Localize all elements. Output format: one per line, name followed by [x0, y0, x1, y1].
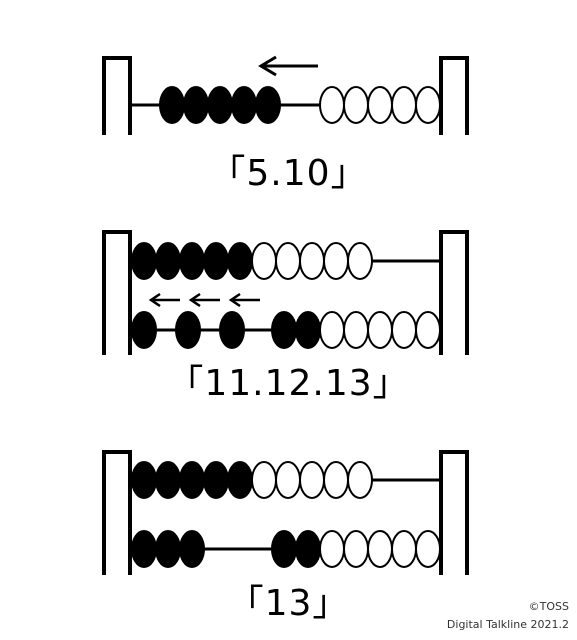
bead-dark [295, 311, 321, 349]
arrow-icon [228, 292, 260, 308]
bead-light [299, 461, 325, 499]
bead-dark [227, 242, 253, 280]
bead-dark [179, 461, 205, 499]
arrow-icon [188, 292, 220, 308]
copyright-text: ©TOSS [528, 600, 569, 613]
bead-dark [175, 311, 201, 349]
bead-dark [271, 311, 297, 349]
bead-light [415, 530, 441, 568]
bead-light [391, 86, 417, 124]
caption-panel-2: 「11.12.13」 [167, 363, 410, 404]
bead-light [299, 242, 325, 280]
abacus-panel-3 [102, 450, 469, 575]
bead-light [367, 530, 393, 568]
bead-dark [255, 86, 281, 124]
bead-dark [295, 530, 321, 568]
frame-left [102, 56, 132, 135]
bead-light [347, 461, 373, 499]
bead-light [275, 461, 301, 499]
frame-right [439, 56, 469, 135]
bead-dark [203, 461, 229, 499]
bead-dark [131, 311, 157, 349]
bead-dark [155, 242, 181, 280]
bead-dark [227, 461, 253, 499]
bead-light [343, 530, 369, 568]
bead-dark [179, 242, 205, 280]
bead-light [323, 242, 349, 280]
caption-panel-1: 「5.10」 [209, 153, 368, 194]
frame-left [102, 230, 132, 355]
bead-light [319, 86, 345, 124]
bead-dark [271, 530, 297, 568]
frame-right [439, 230, 469, 355]
bead-dark [155, 461, 181, 499]
bead-dark [203, 242, 229, 280]
bead-dark [131, 242, 157, 280]
bead-light [367, 311, 393, 349]
arrow-icon [258, 55, 318, 77]
bead-light [415, 86, 441, 124]
bead-light [343, 311, 369, 349]
bead-light [415, 311, 441, 349]
abacus-panel-2 [102, 230, 469, 355]
bead-light [391, 311, 417, 349]
abacus-panel-1 [102, 55, 469, 135]
bead-dark [159, 86, 185, 124]
bead-light [319, 311, 345, 349]
bead-dark [219, 311, 245, 349]
frame-left [102, 450, 132, 575]
bead-dark [231, 86, 257, 124]
source-text: Digital Talkline 2021.2 [446, 618, 569, 631]
bead-dark [131, 530, 157, 568]
bead-dark [207, 86, 233, 124]
bead-light [347, 242, 373, 280]
frame-right [439, 450, 469, 575]
caption-panel-3: 「13」 [227, 583, 350, 624]
bead-dark [179, 530, 205, 568]
arrow-icon [148, 292, 180, 308]
bead-light [391, 530, 417, 568]
bead-light [343, 86, 369, 124]
bead-light [319, 530, 345, 568]
bead-dark [155, 530, 181, 568]
bead-light [323, 461, 349, 499]
bead-light [275, 242, 301, 280]
bead-dark [183, 86, 209, 124]
bead-light [251, 242, 277, 280]
bead-light [251, 461, 277, 499]
bead-dark [131, 461, 157, 499]
bead-light [367, 86, 393, 124]
